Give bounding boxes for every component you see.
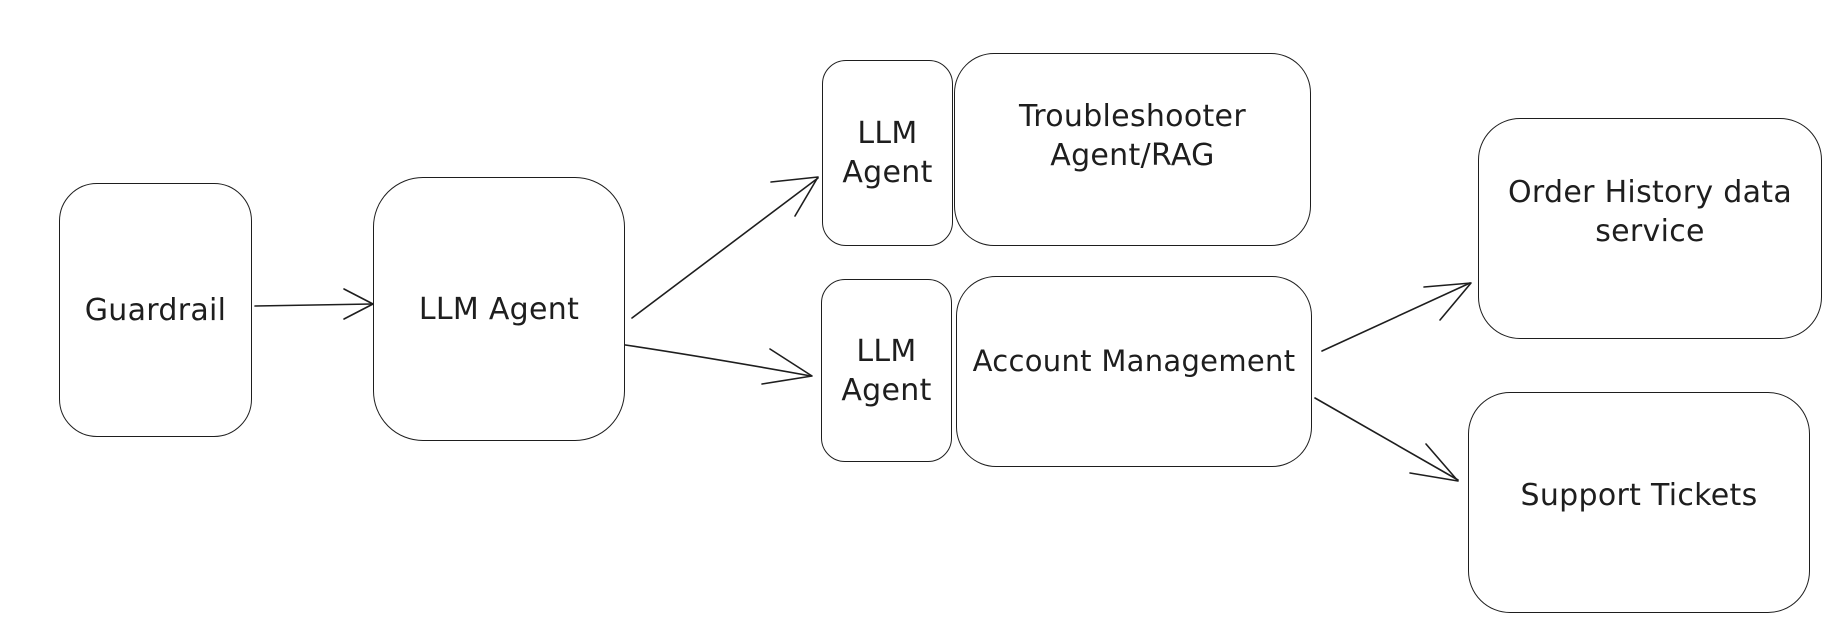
edge-line (254, 303, 373, 307)
troubleshooter-llm-agent-node[interactable]: LLM Agent (822, 60, 953, 246)
support-tickets-node[interactable]: Support Tickets (1468, 392, 1810, 613)
llm-agent-label: LLM Agent (418, 291, 580, 327)
arrowhead (770, 176, 819, 217)
edge-line (631, 177, 819, 319)
arrowhead (1423, 282, 1472, 321)
edge-llm-agent-to-troubleshooter-agent (631, 176, 819, 319)
support-tickets-label: Support Tickets (1520, 478, 1758, 513)
account-llm-agent-node[interactable]: LLM Agent (821, 279, 952, 462)
edge-line (1321, 282, 1471, 352)
troubleshooter-agent-node[interactable]: Troubleshooter Agent/RAG (954, 53, 1311, 246)
account-management-node[interactable]: Account Management (956, 276, 1312, 467)
account-management-label: Account Management (972, 343, 1296, 378)
guardrail-label: Guardrail (84, 292, 227, 328)
llm-agent-node[interactable]: LLM Agent (373, 177, 625, 441)
edge-account-to-order-history (1321, 282, 1472, 352)
arrowhead (761, 348, 813, 385)
edge-line (611, 342, 812, 377)
edge-line (1314, 397, 1459, 481)
arrowhead (1409, 443, 1459, 482)
account-llm-agent-label: LLM Agent (841, 333, 932, 408)
guardrail-node[interactable]: Guardrail (59, 183, 252, 437)
order-history-label: Order History data service (1507, 174, 1793, 249)
edge-guardrail-to-llm-agent (254, 288, 374, 320)
order-history-node[interactable]: Order History data service (1478, 118, 1822, 339)
troubleshooter-agent-label: Troubleshooter Agent/RAG (1019, 98, 1246, 173)
troubleshooter-llm-agent-label: LLM Agent (842, 116, 933, 190)
edge-account-to-support-tickets (1314, 397, 1459, 482)
edge-llm-agent-to-account-agent (611, 342, 813, 385)
